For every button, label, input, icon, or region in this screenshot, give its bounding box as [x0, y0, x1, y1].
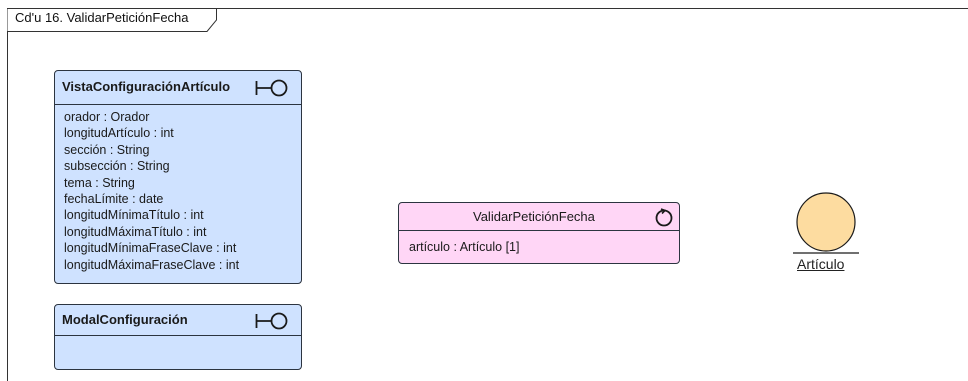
frame-title-tab: Cd'u 16. ValidarPeticiónFecha [7, 8, 217, 32]
attribute: longitudMáximaTítulo : int [64, 224, 207, 239]
entity-label: Artículo [797, 256, 845, 272]
entity-icon[interactable] [790, 192, 862, 256]
class-title: VistaConfiguraciónArtículo [62, 79, 231, 94]
class-header: VistaConfiguraciónArtículo [55, 71, 301, 105]
boundary-class-vista-configuracion[interactable]: VistaConfiguraciónArtículo orador : Orad… [54, 70, 302, 284]
boundary-icon [255, 312, 288, 330]
attribute: sección : String [64, 142, 150, 157]
control-class-validar-peticion-fecha[interactable]: ValidarPeticiónFecha artículo : Artículo… [398, 202, 680, 264]
class-header: ValidarPeticiónFecha [399, 203, 679, 231]
attribute: longitudMáximaFraseClave : int [64, 257, 240, 272]
boundary-icon [255, 79, 288, 97]
class-header: ModalConfiguración [55, 305, 301, 336]
control-icon [655, 208, 673, 227]
frame-tab-outline [7, 8, 217, 32]
frame-title: Cd'u 16. ValidarPeticiónFecha [15, 10, 189, 25]
attribute: longitudMínimaTítulo : int [64, 208, 204, 223]
attribute: tema : String [64, 175, 135, 190]
attribute: longitudMínimaFraseClave : int [64, 241, 237, 256]
boundary-class-modal-configuracion[interactable]: ModalConfiguración [54, 304, 302, 370]
attribute: artículo : Artículo [1] [409, 240, 520, 254]
attribute-list: orador : Orador longitudArtículo : int s… [55, 105, 301, 273]
attribute: subsección : String [64, 159, 170, 174]
attribute: orador : Orador [64, 110, 150, 124]
attribute-list: artículo : Artículo [1] [399, 231, 679, 255]
attribute: longitudArtículo : int [64, 126, 174, 141]
attribute: fechaLímite : date [64, 192, 164, 207]
diagram-frame [7, 8, 968, 381]
class-title: ModalConfiguración [62, 312, 188, 327]
class-title: ValidarPeticiónFecha [473, 209, 595, 224]
